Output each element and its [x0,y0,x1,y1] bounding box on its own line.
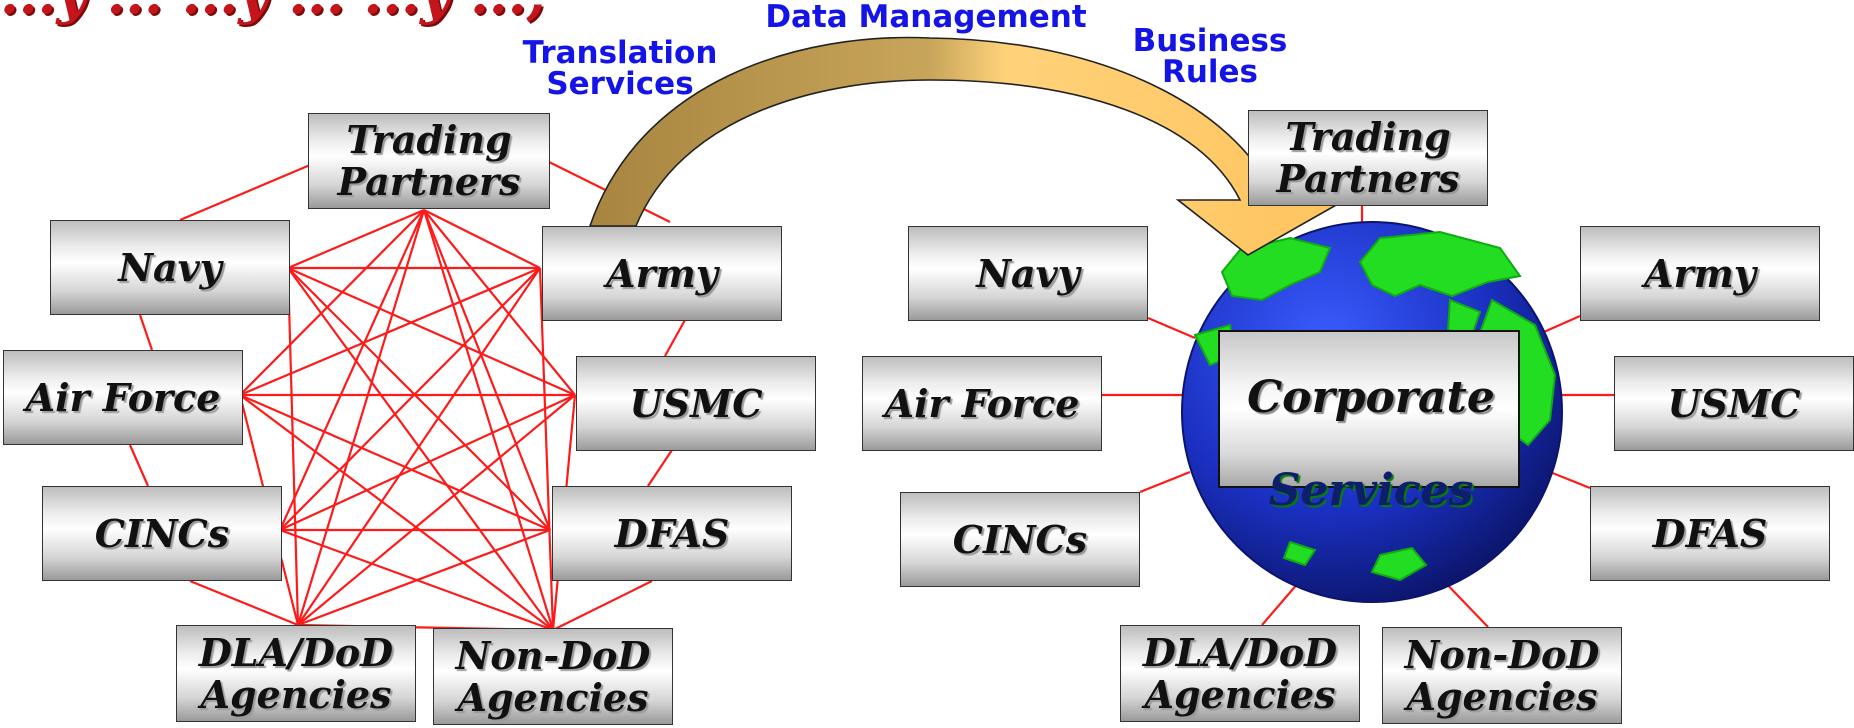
right-node-non-dod-agencies: Non-DoD Agencies [1382,627,1622,724]
right-node-navy-label: Navy [976,250,1080,296]
label-data-management: Data Management [765,0,1087,35]
right-node-dfas-label: DFAS [1652,510,1768,556]
left-node-trading-partners: Trading Partners [308,113,550,209]
left-node-dla-label: DLA/DoD Agencies [198,629,394,717]
right-node-army: Army [1580,226,1820,321]
left-node-air-force-label: Air Force [25,374,221,420]
right-node-usmc: USMC [1614,356,1854,451]
right-node-usmc-label: USMC [1667,380,1801,426]
left-node-usmc: USMC [576,356,816,451]
label-translation-services: Translation Services [522,35,718,102]
left-node-non-dod-agencies: Non-DoD Agencies [433,628,673,725]
left-mesh-lines [128,159,686,632]
left-node-non-dod-label: Non-DoD Agencies [455,632,651,720]
right-node-dla-label: DLA/DoD Agencies [1142,629,1338,717]
left-node-navy: Navy [50,220,290,315]
corporate-services-line1: Corporate [1247,372,1495,423]
left-node-navy-label: Navy [118,244,222,290]
left-node-air-force: Air Force [3,350,243,445]
left-node-trading-partners-label: Trading Partners [337,117,521,204]
right-node-navy: Navy [908,226,1148,321]
left-node-cincs: CINCs [42,486,282,581]
left-node-usmc-label: USMC [629,380,763,426]
right-node-dla-dod-agencies: DLA/DoD Agencies [1120,625,1360,722]
left-node-dfas: DFAS [552,486,792,581]
right-node-trading-partners: Trading Partners [1248,110,1488,206]
corporate-services-line2: Services [1268,465,1474,516]
right-node-air-force: Air Force [862,356,1102,451]
right-node-dfas: DFAS [1590,486,1830,581]
right-node-non-dod-label: Non-DoD Agencies [1404,631,1600,719]
left-node-cincs-label: CINCs [94,510,230,556]
left-node-dfas-label: DFAS [614,510,730,556]
right-node-trading-partners-label: Trading Partners [1276,114,1460,201]
left-node-army: Army [542,226,782,321]
label-business-rules: Business Rules [1132,23,1288,90]
right-node-army-label: Army [1644,250,1756,296]
right-node-cincs: CINCs [900,492,1140,587]
right-node-air-force-label: Air Force [884,380,1080,426]
corporate-services-box: Corporate Services [1218,330,1520,516]
page-title-fragment: ...y ... ...y ... ...y ..., [0,0,1854,26]
left-node-dla-dod-agencies: DLA/DoD Agencies [176,625,416,722]
left-node-army-label: Army [606,250,718,296]
right-node-cincs-label: CINCs [952,516,1088,562]
